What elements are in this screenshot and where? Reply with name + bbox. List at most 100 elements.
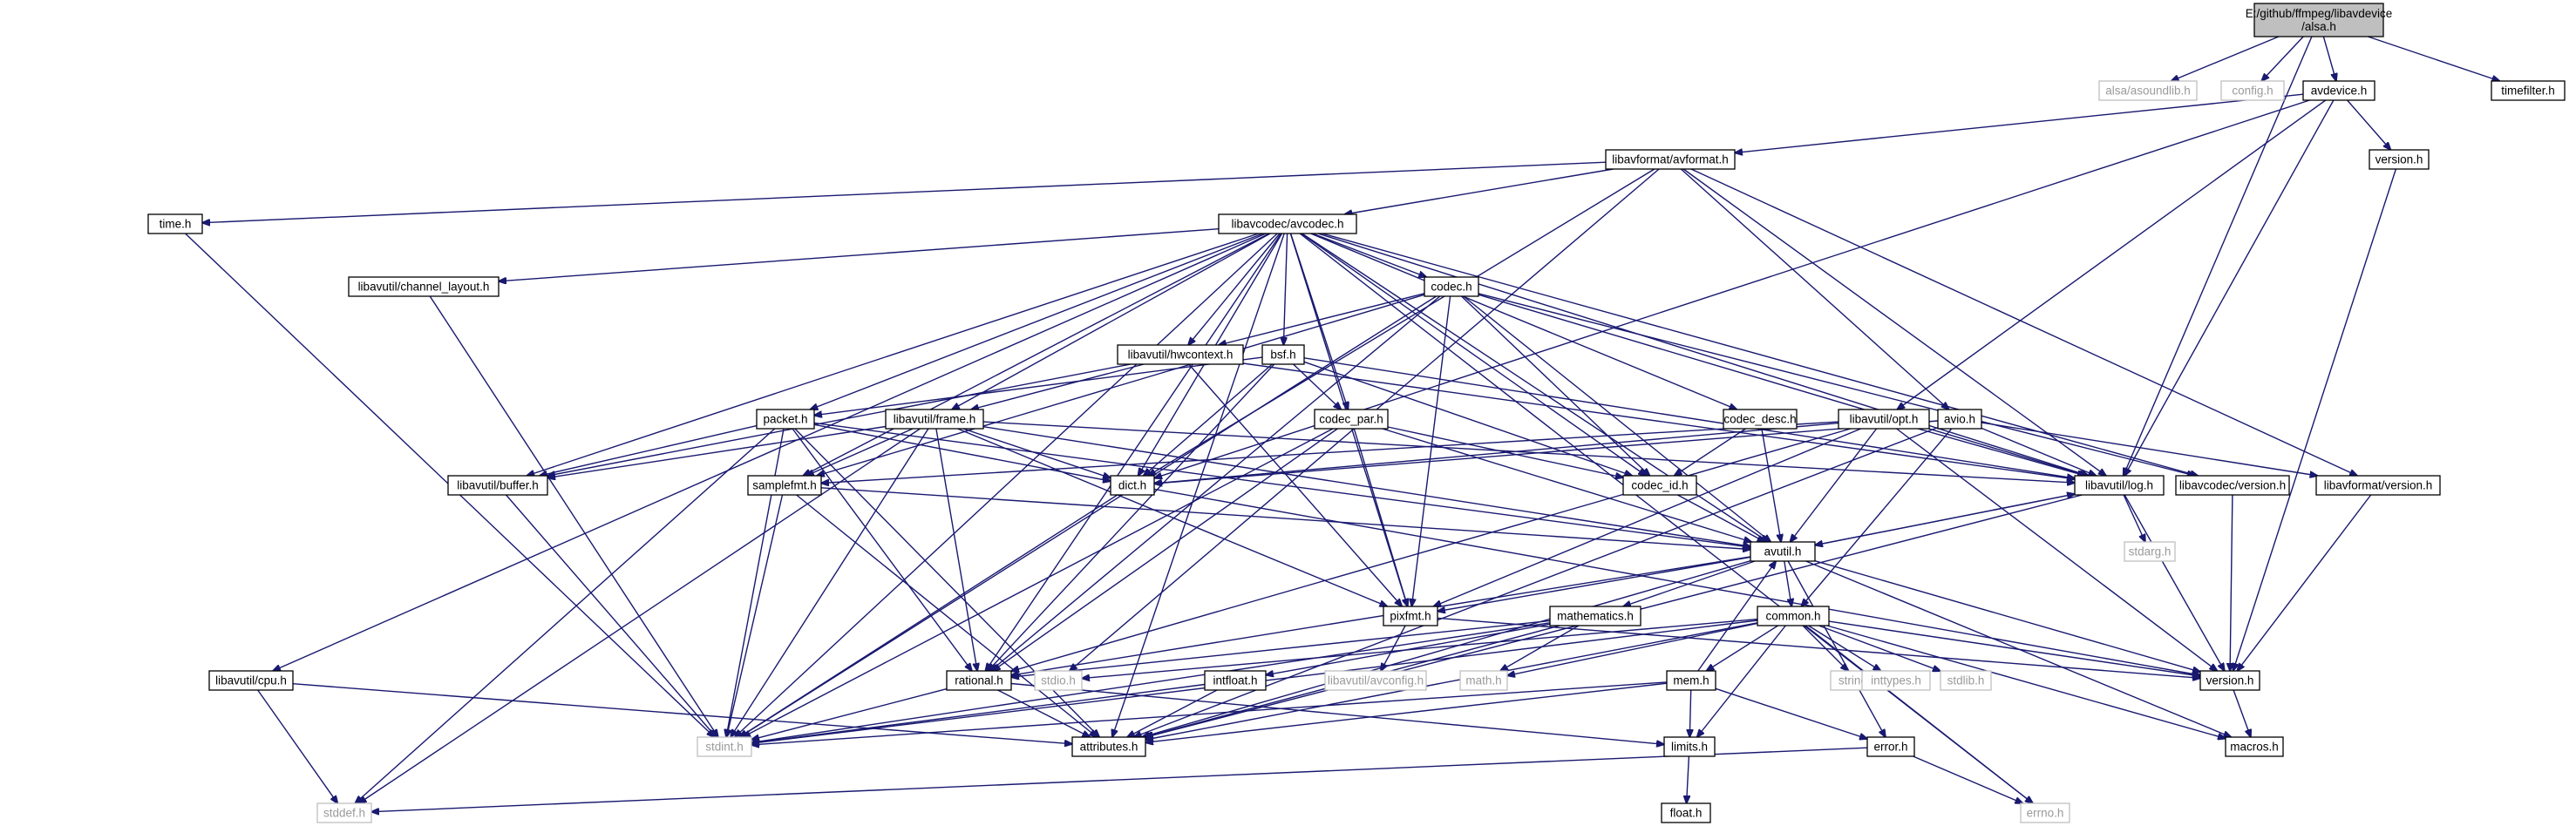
node-channel-layout[interactable]: libavutil/channel_layout.h <box>348 276 500 297</box>
edge-codec_id-to-avutil <box>1677 494 1764 542</box>
node-buffer[interactable]: libavutil/buffer.h <box>447 475 548 496</box>
node-timefilter[interactable]: timefilter.h <box>2491 80 2566 101</box>
node-avf-version[interactable]: libavformat/version.h <box>2315 475 2441 496</box>
node-avio[interactable]: avio.h <box>1937 409 1982 430</box>
edge-dict-to-stdint <box>739 494 1118 737</box>
node-version-util[interactable]: version.h <box>2199 670 2260 691</box>
node-mem[interactable]: mem.h <box>1666 670 1716 691</box>
node-common[interactable]: common.h <box>1757 606 1830 626</box>
node-codec[interactable]: codec.h <box>1424 276 1479 297</box>
node-avcodec[interactable]: libavcodec/avcodec.h <box>1218 213 1357 234</box>
node-codec-par[interactable]: codec_par.h <box>1314 409 1389 430</box>
edge-opt-to-dict <box>1154 422 1839 484</box>
node-label: libavcodec/version.h <box>2179 479 2286 492</box>
node-inttypes: inttypes.h <box>1861 670 1931 691</box>
node-avformat[interactable]: libavformat/avformat.h <box>1605 149 1736 170</box>
node-label: stdio.h <box>1041 674 1076 687</box>
node-error[interactable]: error.h <box>1866 736 1915 757</box>
node-label: codec.h <box>1431 281 1472 294</box>
node-avc-version[interactable]: libavcodec/version.h <box>2175 475 2290 496</box>
node-codec-desc[interactable]: codec_desc.h <box>1723 409 1798 430</box>
node-box <box>2020 802 2070 823</box>
edge-packet-to-rational <box>792 428 972 671</box>
node-box <box>2315 475 2441 496</box>
edge-avutil-to-pixfmt <box>1438 556 1751 611</box>
edge-avutil-to-log <box>1814 494 2075 546</box>
node-label: limits.h <box>1671 741 1708 754</box>
node-samplefmt[interactable]: samplefmt.h <box>747 475 822 496</box>
edge-avcodec-to-attributes <box>1112 233 1285 737</box>
edge-avcodec-to-codec_id <box>1301 233 1647 476</box>
edge-buffer-to-stdint <box>505 494 717 737</box>
node-label: /alsa.h <box>2301 20 2336 33</box>
edge-avcodec-to-stdint <box>735 233 1278 737</box>
node-opt[interactable]: libavutil/opt.h <box>1838 409 1930 430</box>
node-label: libavformat/avformat.h <box>1612 153 1729 166</box>
edge-packet-to-stddef <box>355 428 776 803</box>
node-label: bsf.h <box>1270 349 1295 362</box>
node-codec-id[interactable]: codec_id.h <box>1622 475 1697 496</box>
edge-samplefmt-to-stdint <box>727 494 784 737</box>
edge-bsf-to-codec_id <box>1303 361 1632 476</box>
node-label: codec_desc.h <box>1723 413 1796 426</box>
node-attributes[interactable]: attributes.h <box>1071 736 1146 757</box>
node-intfloat[interactable]: intfloat.h <box>1204 670 1267 691</box>
edge-avcodec-to-buffer <box>527 233 1260 476</box>
node-float[interactable]: float.h <box>1661 802 1711 823</box>
edge-mem-to-avutil <box>1697 561 1776 672</box>
node-box <box>2199 670 2260 691</box>
node-avutil[interactable]: avutil.h <box>1750 541 1816 562</box>
node-label: math.h <box>1465 674 1501 687</box>
node-limits[interactable]: limits.h <box>1663 736 1716 757</box>
edge-limits-to-float <box>1687 755 1689 803</box>
edge-alsa-to-avdevice <box>2322 36 2336 81</box>
node-box <box>1940 670 1992 691</box>
node-box <box>1661 802 1711 823</box>
node-box <box>2220 80 2285 101</box>
node-macros[interactable]: macros.h <box>2225 736 2284 757</box>
node-label: E:/github/ffmpeg/libavdevice <box>2246 7 2393 20</box>
node-label: stdarg.h <box>2129 545 2172 559</box>
node-alsa[interactable]: E:/github/ffmpeg/libavdevice/alsa.h <box>2246 3 2393 37</box>
node-hwcontext[interactable]: libavutil/hwcontext.h <box>1117 344 1244 365</box>
node-log[interactable]: libavutil/log.h <box>2074 475 2165 496</box>
node-cpu[interactable]: libavutil/cpu.h <box>208 670 294 691</box>
node-time[interactable]: time.h <box>147 213 203 234</box>
node-label: pixfmt.h <box>1390 610 1431 623</box>
node-box <box>2302 80 2375 101</box>
edge-rational-to-limits <box>1010 682 1664 745</box>
node-label: libavutil/frame.h <box>894 413 976 426</box>
node-mathematics[interactable]: mathematics.h <box>1549 606 1641 626</box>
edge-avio-to-dict <box>1154 420 1939 484</box>
edge-version_util-to-macros <box>2233 689 2251 737</box>
node-box <box>2225 736 2284 757</box>
node-avdevice[interactable]: avdevice.h <box>2302 80 2375 101</box>
edge-avio-to-log <box>1981 427 2097 476</box>
node-version-dev[interactable]: version.h <box>2369 149 2430 170</box>
node-config: config.h <box>2220 80 2285 101</box>
node-bsf[interactable]: bsf.h <box>1261 344 1305 365</box>
node-box <box>2074 475 2165 496</box>
edge-avutil-to-attributes <box>1142 560 1751 737</box>
edge-alsa-to-log <box>2124 36 2313 476</box>
node-packet[interactable]: packet.h <box>756 409 815 430</box>
node-rational[interactable]: rational.h <box>946 670 1012 691</box>
node-label: stddef.h <box>323 807 365 820</box>
edge-opt-to-version_util <box>1896 428 2218 671</box>
node-frame[interactable]: libavutil/frame.h <box>885 409 984 430</box>
edge-pixfmt-to-avconfig <box>1381 625 1406 671</box>
edge-avcodec-to-log <box>1317 233 2089 476</box>
edge-codec_par-to-rational <box>993 428 1338 671</box>
node-pixfmt[interactable]: pixfmt.h <box>1383 606 1438 626</box>
edge-common-to-errno <box>1805 625 2033 803</box>
edge-intfloat-to-stdint <box>751 683 1206 744</box>
edge-codec-to-rational <box>990 295 1441 671</box>
node-box <box>946 670 1012 691</box>
node-stddef: stddef.h <box>316 802 372 823</box>
node-box <box>1866 736 1915 757</box>
node-label: avio.h <box>1944 413 1975 426</box>
edge-avformat-to-avf_version <box>1690 168 2357 476</box>
edge-bsf-to-rational <box>988 363 1275 671</box>
node-dict[interactable]: dict.h <box>1110 475 1155 496</box>
